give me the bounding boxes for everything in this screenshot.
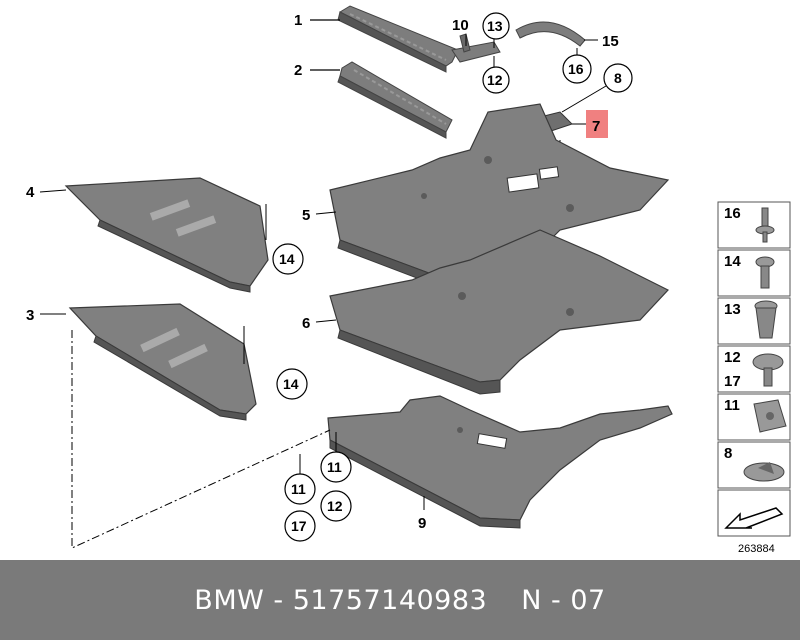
nut-insert-icon <box>754 300 778 339</box>
part-3-side-shield[interactable] <box>68 303 257 421</box>
part-6-underbody-shield[interactable] <box>329 229 669 395</box>
legend-11: 11 <box>724 397 740 414</box>
legend-12: 12 <box>724 349 741 366</box>
part-4-side-shield[interactable] <box>64 177 269 293</box>
footer-brand: BMW <box>194 584 265 616</box>
guide-line <box>71 330 331 549</box>
callout-7: 7 <box>592 118 600 135</box>
callout-2: 2 <box>294 62 302 79</box>
part-15-strap[interactable] <box>515 21 586 47</box>
part-10-bracket[interactable] <box>451 33 501 63</box>
legend-13: 13 <box>724 301 741 318</box>
callout-10: 10 <box>452 17 469 34</box>
footer-separator: - <box>273 584 284 616</box>
callout-12b: 12 <box>327 498 343 514</box>
callout-4: 4 <box>26 184 35 201</box>
callout-14b: 14 <box>283 376 299 392</box>
callout-3: 3 <box>26 307 34 324</box>
legend-8: 8 <box>724 445 732 462</box>
callout-14a: 14 <box>279 251 295 267</box>
clip-nut-icon <box>753 399 787 433</box>
callout-15: 15 <box>602 33 619 50</box>
part-7-highlight[interactable] <box>586 110 608 138</box>
callout-13: 13 <box>487 18 503 34</box>
footer-part-number: 51757140983 <box>292 584 488 616</box>
part-9-lower-shield[interactable] <box>327 395 673 529</box>
footer-position: N - 07 <box>521 584 606 616</box>
reference-number: 263884 <box>738 543 775 555</box>
callout-6: 6 <box>302 315 310 332</box>
callout-11b: 11 <box>327 459 342 475</box>
callout-16: 16 <box>568 61 584 77</box>
arrow-icon <box>724 507 784 529</box>
part-2-rail[interactable] <box>337 61 453 139</box>
callout-1: 1 <box>294 12 302 29</box>
callout-11a: 11 <box>291 481 306 497</box>
legend-16: 16 <box>724 205 741 222</box>
clip-icon <box>743 462 785 482</box>
legend-17: 17 <box>724 373 741 390</box>
callout-17: 17 <box>291 518 307 534</box>
legend-panel: 16 14 13 12 17 11 8 <box>717 201 791 537</box>
legend-14: 14 <box>724 253 741 270</box>
part-1-rail[interactable] <box>337 5 459 73</box>
callout-9: 9 <box>418 515 426 532</box>
callout-5: 5 <box>302 207 310 224</box>
callout-12: 12 <box>487 72 503 88</box>
callout-8: 8 <box>614 70 622 86</box>
rivet-icon <box>755 207 775 243</box>
screw-icon <box>755 256 775 289</box>
footer-bar: BMW - 51757140983 N - 07 <box>0 560 800 640</box>
washer-screw-icon <box>752 353 784 387</box>
parts-diagram: 1 2 10 13 12 15 16 8 7 5 <box>26 5 791 555</box>
